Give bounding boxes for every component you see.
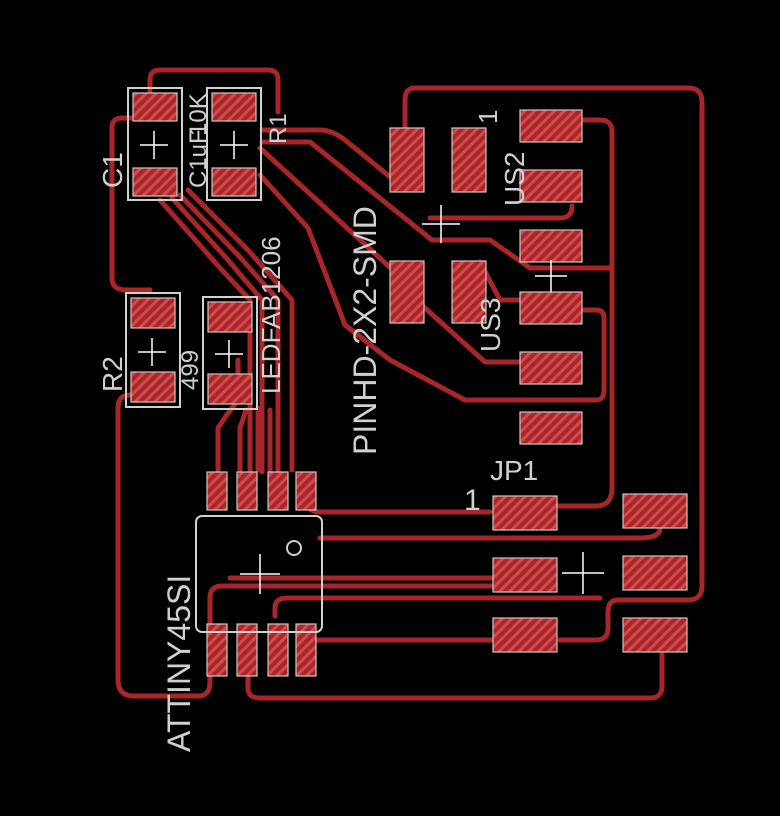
c1-outline [127, 87, 183, 201]
pad-pinhd-2 [451, 127, 487, 193]
pad-us2-1 [519, 109, 583, 143]
us2-pin1-label: 1 [473, 110, 503, 124]
pad-r2-1 [130, 297, 176, 329]
pad-us3-2 [519, 351, 583, 385]
r2-name-label: R2 [97, 356, 128, 392]
pad-us1-6 [267, 471, 289, 511]
silkscreen-labels: C1 C1uF R1 10K PINHD-2X2-SMD US2 US3 1 R… [97, 93, 538, 752]
pad-us1-1 [206, 623, 228, 677]
pad-r2-2 [130, 371, 176, 403]
pad-jp1-6 [622, 617, 688, 653]
pad-us3-1 [519, 291, 583, 325]
us1-part-label: ATTINY45SI [161, 575, 197, 752]
r2-outline [125, 292, 181, 408]
us1-pin1-marker [286, 540, 302, 556]
pad-jp1-2 [622, 493, 688, 529]
pad-pinhd-1 [389, 127, 425, 193]
pad-us1-7 [236, 471, 258, 511]
pad-jp1-1 [492, 495, 558, 531]
pinhd-part-label: PINHD-2X2-SMD [347, 206, 383, 455]
pad-us1-3 [267, 623, 289, 677]
led-part-label: LEDFAB1206 [256, 236, 286, 394]
c1-name-label: C1 [97, 152, 128, 188]
pad-jp1-4 [622, 555, 688, 591]
pad-pinhd-3 [389, 260, 425, 324]
pad-us1-2 [236, 623, 258, 677]
pad-us2-3 [519, 229, 583, 263]
us3-name-label: US3 [475, 298, 506, 352]
pad-jp1-5 [492, 617, 558, 653]
jp1-pin1-label: 1 [464, 484, 481, 517]
pad-us2-2 [519, 169, 583, 203]
pad-us1-5 [295, 471, 317, 511]
pad-r1-1 [211, 92, 257, 122]
pad-jp1-3 [492, 557, 558, 593]
r1-value-label: 10K [185, 93, 212, 136]
pad-us1-4 [295, 623, 317, 677]
component-outlines [125, 87, 323, 633]
pad-c1-1 [132, 92, 178, 122]
pad-r1-2 [211, 167, 257, 197]
pad-us3-3 [519, 411, 583, 445]
pad-pinhd-4 [451, 260, 487, 324]
c1-value-label: C1uF [185, 129, 212, 188]
r1-outline [206, 87, 262, 201]
pad-us1-8 [206, 471, 228, 511]
smd-pads [130, 92, 688, 677]
origin-markers [138, 131, 604, 594]
pad-c1-2 [132, 167, 178, 197]
copper-traces [109, 67, 705, 701]
r2-value-label: 499 [177, 350, 204, 390]
pad-led-1 [207, 301, 253, 333]
us1-outline [195, 515, 323, 633]
us2-name-label: US2 [499, 152, 530, 206]
led-outline [202, 296, 258, 410]
jp1-name-label: JP1 [490, 455, 538, 486]
pad-led-2 [207, 373, 253, 405]
r1-name-label: R1 [265, 113, 292, 144]
